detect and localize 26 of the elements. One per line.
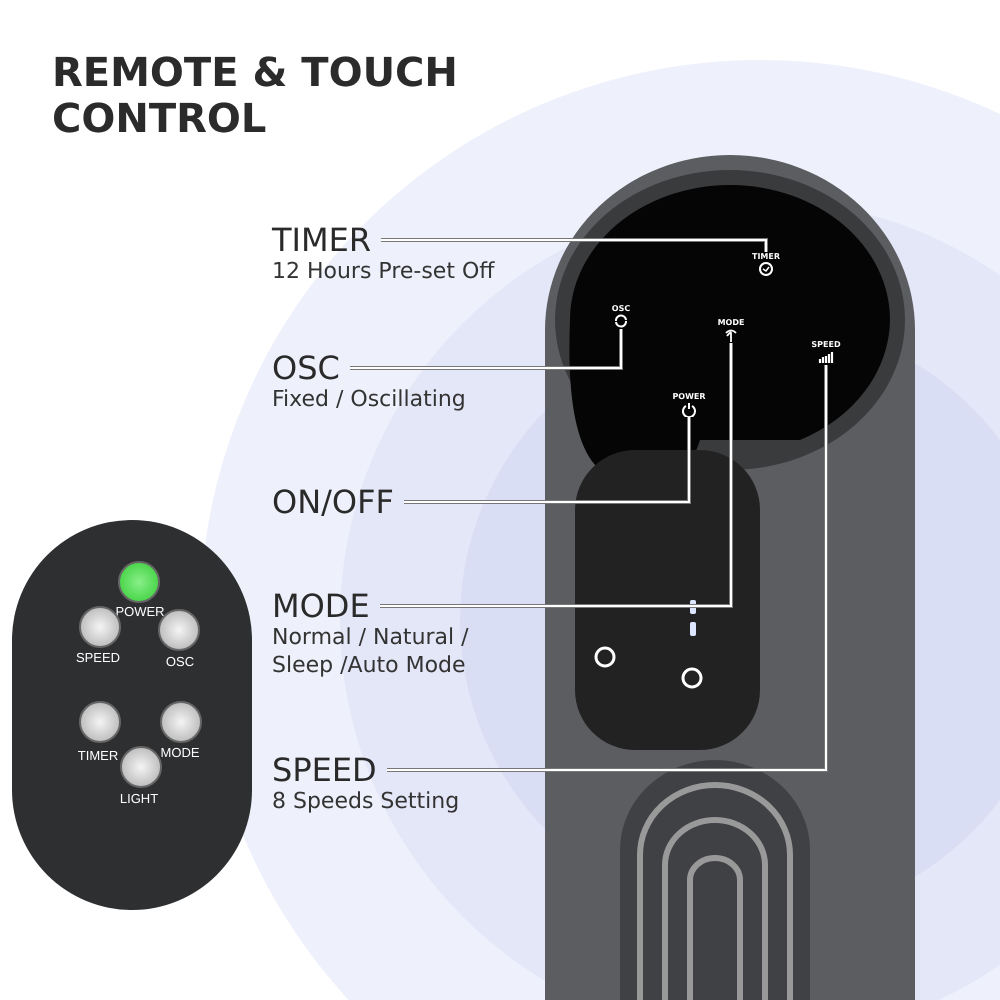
leader-line [404,417,691,504]
button-caption: LIGHT [120,791,158,806]
callout-heading: OSC [272,350,341,386]
leader-line [350,329,623,370]
button-caption: OSC [166,654,194,669]
callout-description: Normal / Natural / Sleep /Auto Mode [272,624,470,680]
callout-heading: SPEED [272,752,378,788]
callout-heading: MODE [272,588,371,624]
button-caption: MODE [160,745,200,760]
button-label: TIMER [752,252,780,261]
callout-heading: ON/OFF [272,484,395,520]
button-label: MODE [718,318,744,327]
button-label: POWER [672,392,706,401]
button-label: SPEED [811,340,841,349]
callout-description: Fixed / Oscillating [272,386,467,414]
button-caption: TIMER [78,748,118,763]
leader-line [387,365,828,772]
callout-heading: TIMER [272,222,372,258]
callout-description: 12 Hours Pre-set Off [272,258,496,286]
button-label: OSC [612,304,630,313]
title: REMOTE & TOUCH CONTROL [52,50,459,142]
leader-line [380,343,733,608]
button-caption: SPEED [76,650,120,665]
callout-description: 8 Speeds Setting [272,788,460,816]
button-caption: POWER [115,604,165,619]
leader-line [381,238,768,252]
